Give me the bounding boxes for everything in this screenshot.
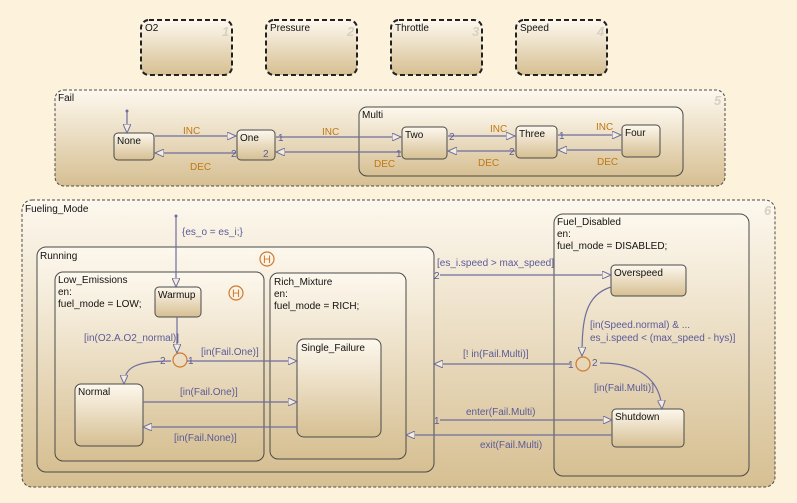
state-overspeed[interactable]: Overspeed (610, 264, 687, 297)
priority-label: 2 (160, 356, 166, 367)
state-label: Rich_Mixture (274, 277, 333, 288)
state-label: Fueling_Mode (25, 204, 89, 215)
state-label: Fail (58, 93, 74, 104)
history-junction-running[interactable]: H (259, 251, 275, 267)
event-label: INC (183, 126, 200, 137)
state-label: Low_Emissions (58, 275, 127, 286)
fail-transitions[interactable] (126, 109, 622, 154)
priority-label: 1 (568, 360, 574, 371)
transition-label: exit(Fail.Multi) (480, 440, 542, 451)
transition-label: enter(Fail.Multi) (466, 407, 535, 418)
state-o2[interactable]: O2 1 (140, 19, 233, 76)
entry-label: en: (274, 289, 288, 300)
transition-label: [in(Fail.Multi)] (594, 383, 654, 394)
transition-junction-normal[interactable] (124, 360, 172, 384)
priority-label: 1 (434, 416, 440, 427)
transition-label: [in(Speed.normal) & ... (590, 320, 690, 331)
state-label: Single_Failure (301, 343, 365, 354)
priority-label: 2 (434, 271, 440, 282)
state-label: Speed (520, 23, 549, 34)
state-label: Throttle (395, 23, 429, 34)
transition-label: es_i.speed < (max_speed - hys)] (590, 333, 736, 344)
state-two[interactable]: Two (401, 126, 448, 160)
state-fuel-disabled[interactable]: Fuel_Disabled en: fuel_mode = DISABLED; (553, 213, 750, 477)
priority-label: 1 (278, 133, 284, 144)
execution-order: 6 (764, 203, 772, 218)
state-label: Shutdown (615, 412, 659, 423)
state-normal[interactable]: Normal (74, 383, 144, 447)
transition-label: [in(Fail.None)] (174, 433, 237, 444)
priority-label: 2 (263, 149, 269, 160)
entry-action: fuel_mode = DISABLED; (557, 241, 667, 252)
entry-label: en: (58, 287, 72, 298)
transition-overspeed-junction[interactable] (582, 286, 612, 356)
priority-label: 2 (509, 147, 515, 158)
history-label: H (232, 288, 240, 300)
event-label: DEC (190, 162, 211, 173)
priority-label: 2 (231, 149, 237, 160)
event-label: DEC (597, 157, 618, 168)
state-warmup[interactable]: Warmup (154, 286, 202, 318)
state-pressure[interactable]: Pressure 2 (265, 19, 358, 76)
state-label: Two (405, 130, 424, 141)
transition-label: [in(Fail.One)] (180, 387, 238, 398)
state-single-failure[interactable]: Single_Failure (296, 338, 382, 438)
state-label: None (117, 136, 141, 147)
entry-action: fuel_mode = LOW; (58, 299, 141, 310)
transition-label: [in(Fail.One)] (201, 347, 259, 358)
event-label: INC (596, 122, 613, 133)
state-label: Four (625, 128, 646, 139)
execution-order: 1 (222, 24, 229, 39)
priority-label: 2 (449, 132, 455, 143)
history-label: H (263, 254, 271, 266)
event-label: INC (322, 127, 339, 138)
state-label: Warmup (158, 290, 196, 301)
state-four[interactable]: Four (621, 124, 661, 158)
state-label: Normal (78, 387, 110, 398)
state-speed[interactable]: Speed 4 (515, 19, 608, 76)
transition-label: [in(O2.A.O2_normal)] (84, 333, 179, 344)
state-label: Fuel_Disabled (557, 217, 621, 228)
history-junction-low[interactable]: H (228, 285, 244, 301)
state-label: One (240, 133, 259, 144)
state-label: Running (40, 251, 77, 262)
execution-order: 3 (472, 24, 480, 39)
transition-label: [! in(Fail.Multi)] (463, 349, 529, 360)
execution-order: 4 (596, 24, 605, 39)
state-throttle[interactable]: Throttle 3 (390, 19, 483, 76)
state-label: Multi (362, 110, 383, 121)
priority-label: 2 (592, 358, 598, 369)
state-three[interactable]: Three (515, 125, 558, 159)
state-label: Overspeed (614, 268, 663, 279)
priority-label: 1 (559, 131, 565, 142)
transition-junction-shutdown[interactable] (599, 362, 662, 409)
execution-order: 5 (714, 93, 722, 108)
event-label: DEC (374, 159, 395, 170)
state-one[interactable]: One (236, 129, 276, 161)
entry-label: en: (557, 229, 571, 240)
execution-order: 2 (346, 24, 355, 39)
priority-label: 1 (188, 356, 194, 367)
priority-label: 1 (396, 149, 402, 160)
state-label: O2 (145, 23, 159, 34)
transition-label: {es_o = es_i;} (182, 227, 244, 238)
state-none[interactable]: None (113, 132, 155, 161)
fueling-transitions[interactable] (124, 214, 662, 436)
event-label: INC (490, 124, 507, 135)
state-label: Pressure (270, 23, 310, 34)
event-label: DEC (478, 158, 499, 169)
entry-action: fuel_mode = RICH; (274, 301, 359, 312)
transition-label: [es_i.speed > max_speed] (437, 258, 554, 269)
state-label: Three (519, 129, 546, 140)
state-shutdown[interactable]: Shutdown (611, 408, 685, 448)
